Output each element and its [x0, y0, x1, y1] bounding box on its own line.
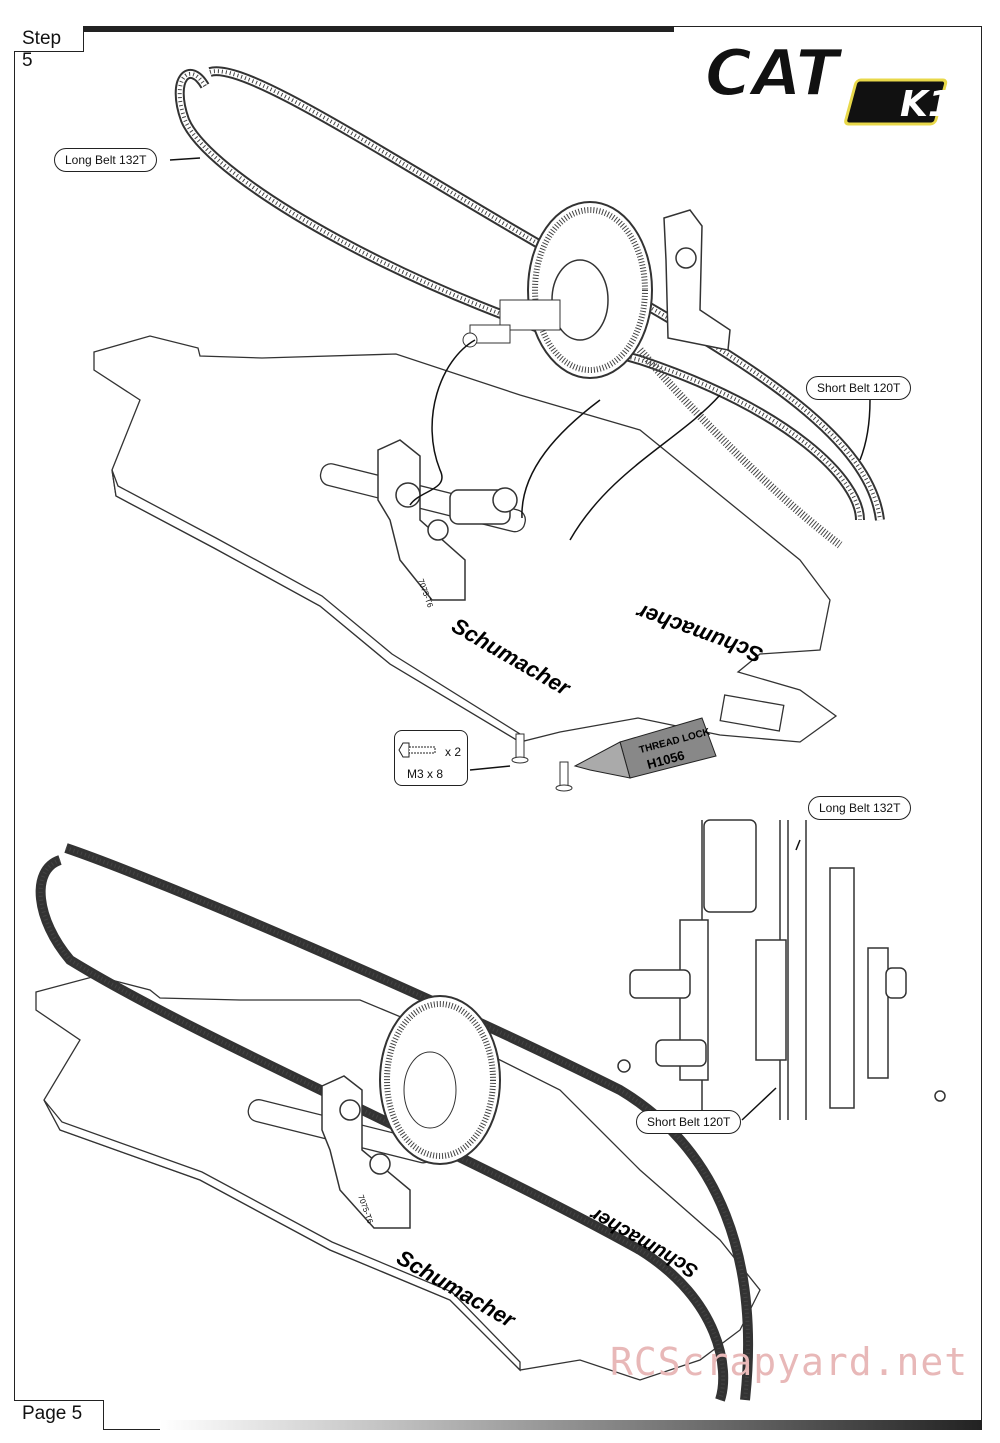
- leader-lines-top: [169, 157, 871, 771]
- spur-gear-top: [462, 201, 653, 379]
- logo-sub: K1: [900, 84, 953, 125]
- cat-k1-logo: CAT K1: [704, 36, 953, 126]
- step-label: Step 5: [14, 26, 84, 71]
- callout-long-belt-side: Long Belt 132T: [808, 796, 912, 820]
- header-bar: [84, 26, 674, 32]
- screw-quantity: x 2: [445, 745, 462, 759]
- screw-size: M3 x 8: [407, 767, 444, 781]
- side-view: [617, 819, 946, 1120]
- short-belt-top: [636, 347, 843, 549]
- leader-side-short: [741, 1087, 777, 1121]
- callout-long-belt-top: Long Belt 132T: [54, 148, 158, 172]
- screw-spec-box: x 2 M3 x 8: [394, 730, 468, 786]
- bearing-holder-top: [377, 209, 731, 601]
- leader-side-long: [795, 839, 801, 851]
- spur-gear-bottom: [379, 995, 501, 1165]
- callout-short-belt-side: Short Belt 120T: [636, 1110, 742, 1134]
- long-belt-bottom: [35, 843, 754, 1402]
- thread-lock-tube: THREAD LOCK H1056: [573, 717, 717, 779]
- footer-bar: [160, 1420, 982, 1430]
- bearing-holder-bottom: [321, 1075, 411, 1229]
- page-label: Page 5: [14, 1400, 104, 1430]
- callout-short-belt-top: Short Belt 120T: [806, 376, 912, 400]
- screw-icon: [398, 742, 436, 758]
- watermark: RCScrapyard.net: [610, 1340, 969, 1384]
- screws-top: [511, 733, 573, 792]
- logo-text: CAT: [705, 37, 843, 111]
